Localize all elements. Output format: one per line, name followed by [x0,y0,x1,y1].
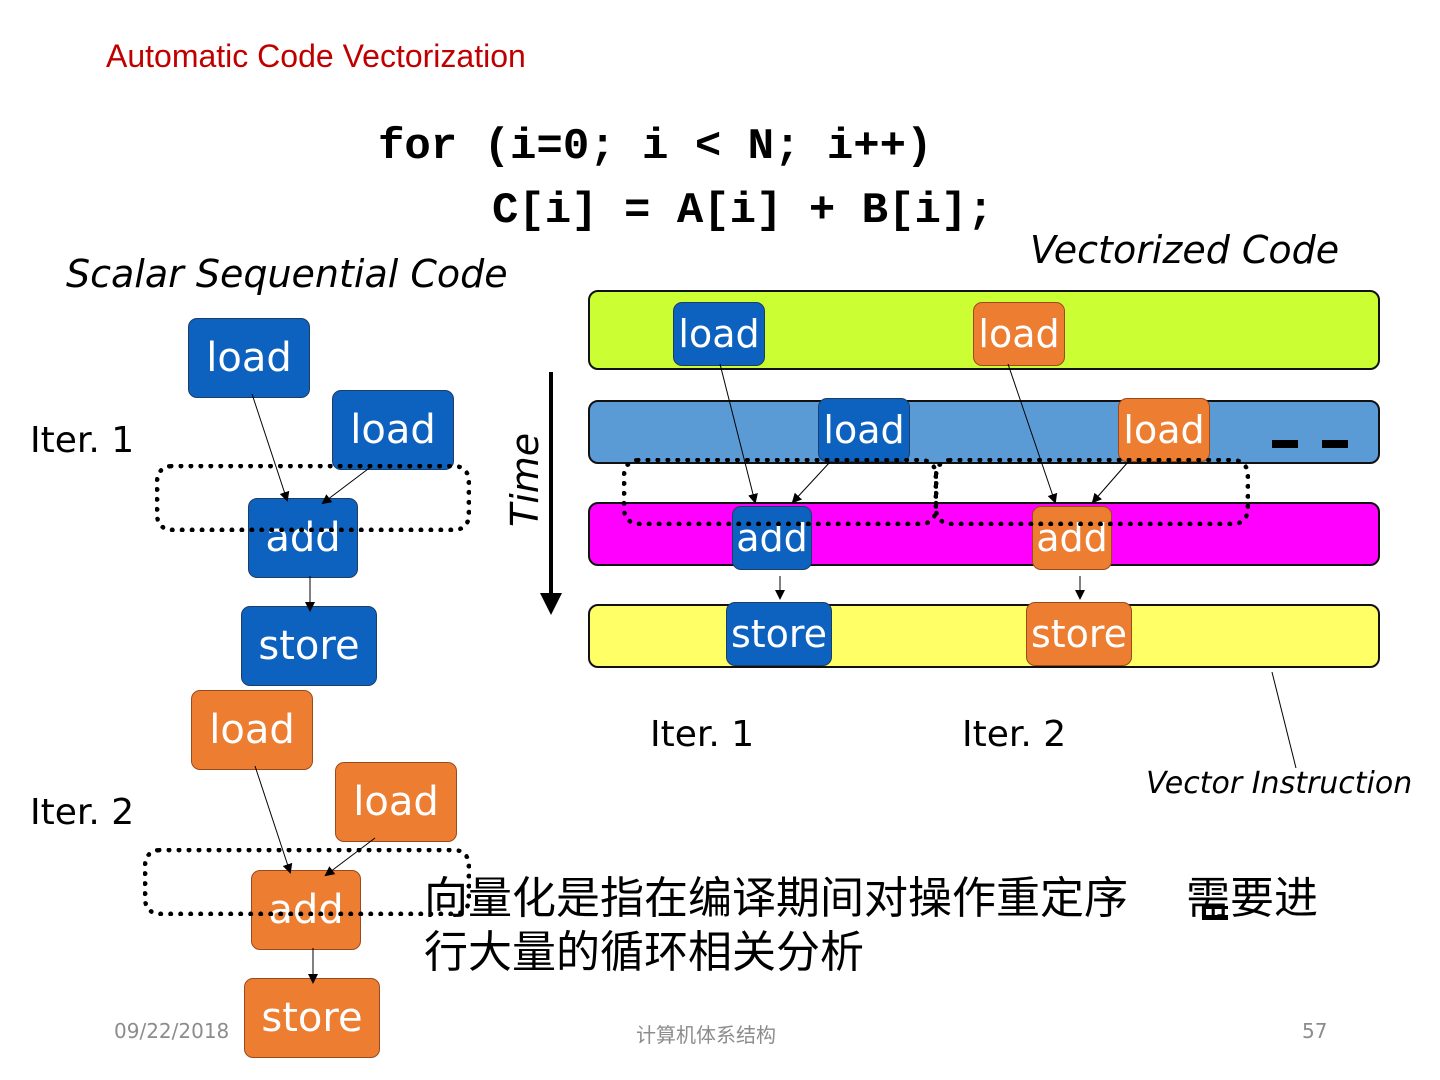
scalar-iter1-label: Iter. 1 [30,420,135,461]
scalar-heading: Scalar Sequential Code [66,252,508,296]
footer-page-number: 57 [1302,1019,1328,1043]
scalar-iter2-store: store [244,978,380,1058]
vector-iter2-store: store [1026,602,1132,666]
arrow-v2-loadb-add [1091,461,1129,504]
arrow-v1-loada-add [719,363,758,504]
code-line-1: for (i=0; i < N; i++) [378,122,933,172]
vector-band-store [588,604,1380,668]
scalar-iter2-dotted-box [143,848,471,916]
arrow-s1-loada-add [251,393,290,502]
vector-iter1-store: store [726,602,832,666]
scalar-iter1-load-b: load [332,390,454,470]
vector-band-load-b [588,400,1380,464]
slide-title: Automatic Code Vectorization [106,38,526,74]
vector-band-add [588,502,1380,566]
ellipsis-dash-2 [1322,440,1348,448]
scalar-iter2-add: add [251,870,361,950]
scalar-iter2-load-b: load [335,762,457,842]
vector-iter2-dotted-box [934,458,1250,526]
note-text: 向量化是指在编译期间对操作重定序 需要进 [424,872,1318,926]
scalar-iter1-dotted-box [155,464,471,532]
vector-instruction-label: Vector Instruction [1146,766,1413,801]
footer-date: 09/22/2018 [114,1019,230,1043]
vector-iter2-load-b: load [1118,398,1210,462]
arrow-s2-loada-add [254,765,293,874]
scalar-iter1-add: add [248,498,358,578]
code-line-2: C[i] = A[i] + B[i]; [492,186,994,236]
vector-iter2-label: Iter. 2 [962,714,1067,755]
scalar-iter1-load-a: load [188,318,310,398]
vector-iter2-load-a: load [973,302,1065,366]
note-separator-glyph [1202,906,1228,920]
scalar-iter1-store: store [241,606,377,686]
arrow-s2-loadb-add [324,837,376,877]
scalar-iter2-label: Iter. 2 [30,792,135,833]
ellipsis-dash-1 [1272,440,1298,448]
vector-iter1-load-b: load [818,398,910,462]
scalar-iter2-load-a: load [191,690,313,770]
arrow-s1-loadb-add [321,465,373,505]
vector-iter1-label: Iter. 1 [650,714,755,755]
vector-iter1-load-a: load [673,302,765,366]
time-label: Time [503,432,547,527]
vector-instruction-leader [1271,671,1297,769]
note-line-2: 行大量的循环相关分析 [424,927,864,978]
footer-course: 计算机体系结构 [636,1023,776,1047]
arrow-v2-loada-add [1007,363,1058,504]
arrow-v1-loadb-add [791,461,831,504]
vector-heading: Vectorized Code [1030,228,1340,272]
note-line-1: 向量化是指在编译期间对操作重定序 [424,873,1128,924]
